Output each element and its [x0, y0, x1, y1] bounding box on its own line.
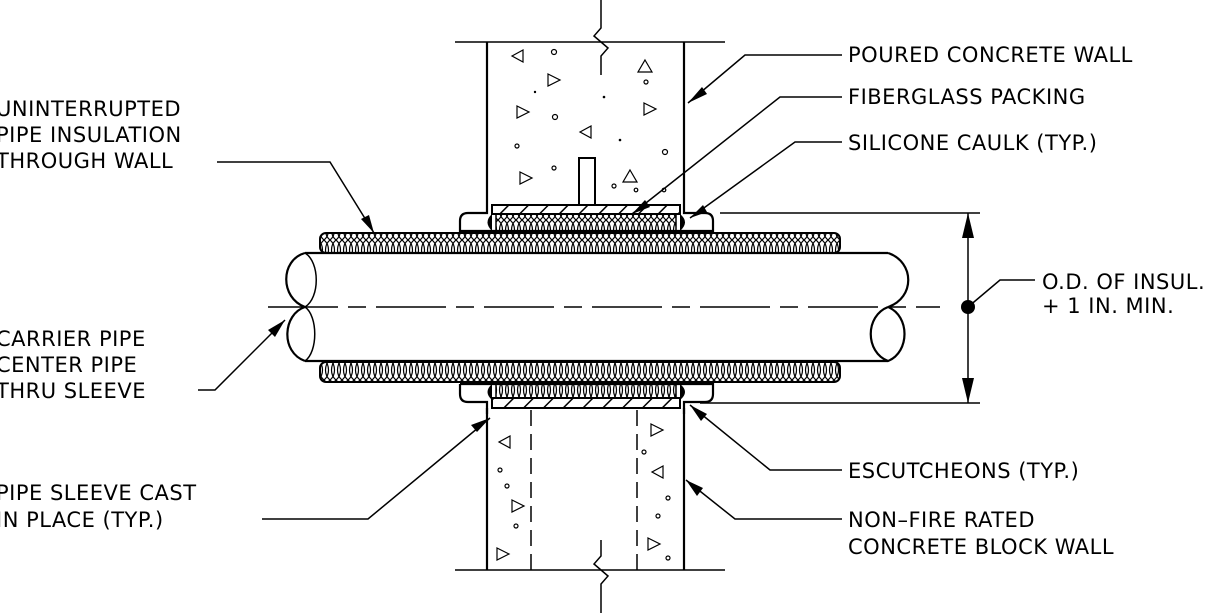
- label-insulation-line1: UNINTERRUPTED: [0, 97, 181, 121]
- label-block-wall-line2: CONCRETE BLOCK WALL: [848, 535, 1114, 559]
- poured-concrete-wall: [455, 0, 725, 206]
- label-poured-concrete-wall: POURED CONCRETE WALL: [848, 43, 1133, 67]
- label-silicone-caulk: SILICONE CAULK (TYP.): [848, 131, 1097, 155]
- upper-sleeve-assembly: [458, 196, 715, 233]
- pipe-insulation-bottom: [319, 361, 841, 383]
- label-sleeve-line1: PIPE SLEEVE CAST: [0, 481, 197, 505]
- label-dimension-line2: + 1 IN. MIN.: [1042, 294, 1174, 318]
- label-carrier-line1: CARRIER PIPE: [0, 327, 146, 351]
- carrier-pipe: [268, 251, 940, 363]
- label-carrier-line2: CENTER PIPE: [0, 353, 137, 377]
- concrete-block-wall: [455, 408, 725, 613]
- label-fiberglass-packing: FIBERGLASS PACKING: [848, 85, 1086, 109]
- label-block-wall-line1: NON–FIRE RATED: [848, 508, 1035, 532]
- label-insulation-line2: PIPE INSULATION: [0, 123, 182, 147]
- label-escutcheons: ESCUTCHEONS (TYP.): [848, 459, 1079, 483]
- label-carrier-line3: THRU SLEEVE: [0, 379, 146, 403]
- label-sleeve-line2: IN PLACE (TYP.): [0, 508, 164, 532]
- leader-arrowheads: [268, 87, 707, 496]
- pipe-insulation-top: [319, 232, 841, 254]
- label-dimension-line1: O.D. OF INSUL.: [1042, 270, 1205, 294]
- lower-sleeve-assembly: [458, 382, 715, 414]
- leader-lines: [198, 54, 842, 520]
- dimension-od-insulation: [700, 212, 1035, 404]
- label-insulation-line3: THROUGH WALL: [0, 149, 173, 173]
